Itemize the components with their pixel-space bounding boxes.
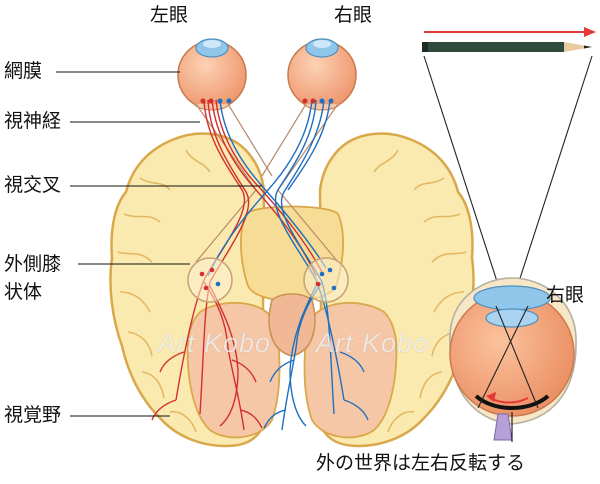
- label-retina: 網膜: [4, 60, 43, 82]
- right-eye-cross-section: [449, 277, 577, 442]
- label-visual-cortex: 視覚野: [4, 404, 62, 426]
- retina-dots: [200, 98, 334, 104]
- label-optic-chiasm: 視交叉: [4, 174, 62, 196]
- medulla: [268, 293, 316, 357]
- label-lgn-line2: 状体: [4, 281, 43, 303]
- left-eye: [177, 38, 247, 111]
- label-left-eye: 左眼: [150, 4, 189, 26]
- label-lgn-line1: 外側膝: [4, 253, 62, 275]
- right-eye: [287, 38, 357, 111]
- caption-world-inverted: 外の世界は左右反転する: [316, 452, 526, 474]
- label-optic-nerve: 視神経: [4, 110, 62, 132]
- lateral-geniculate-nuclei: [187, 257, 349, 303]
- pencil: [422, 42, 592, 52]
- cerebellum-right: [303, 301, 398, 439]
- leader-lines: [56, 71, 262, 417]
- watermark-1: Art Kobo: [158, 328, 272, 358]
- watermark-2: Art Kobo: [316, 328, 430, 358]
- optic-nerve-sheaths: [195, 103, 339, 263]
- red-direction-arrow: [424, 27, 596, 37]
- label-right-eye-top: 右眼: [334, 4, 373, 26]
- light-rays-through-eye: [477, 305, 539, 409]
- nerve-fibers-blue: [207, 99, 369, 431]
- label-right-eye-side: 右眼: [546, 284, 585, 306]
- cerebellum-left: [186, 301, 281, 439]
